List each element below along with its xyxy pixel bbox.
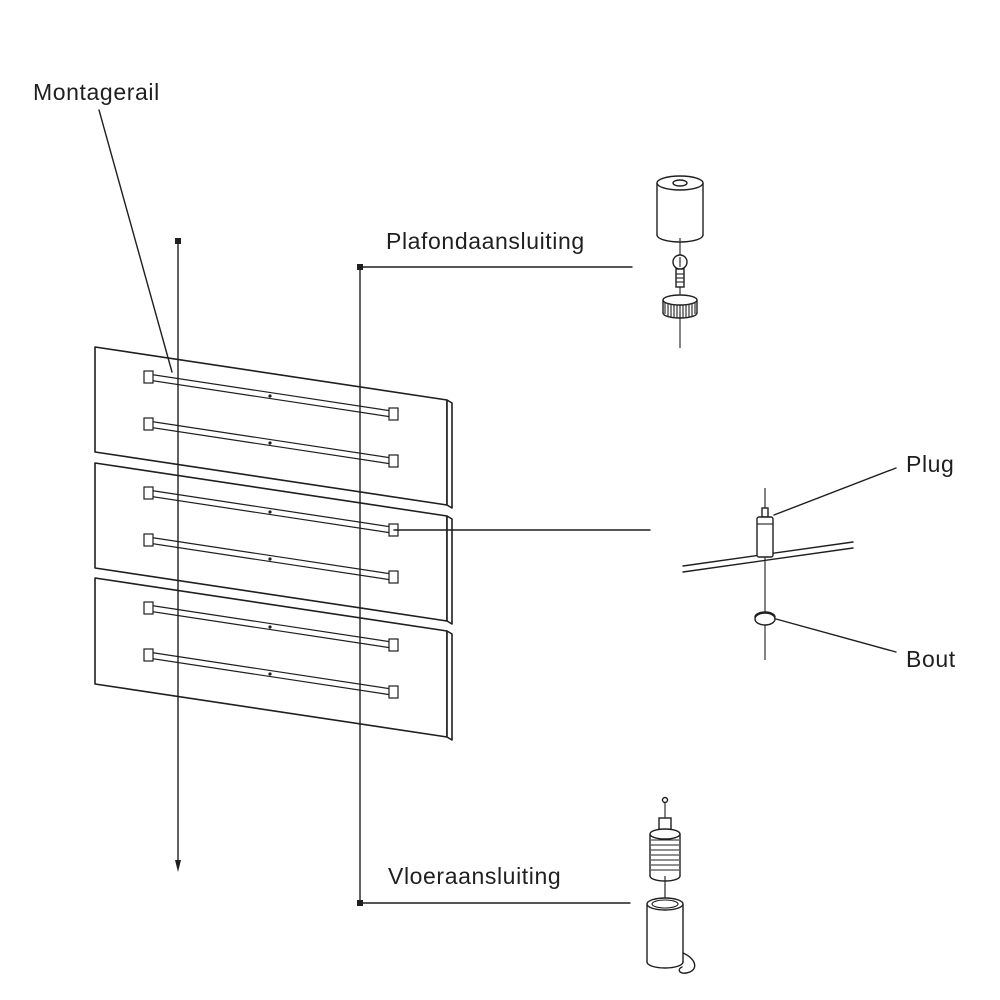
cable-tip [175, 860, 181, 872]
plug-part [756, 507, 774, 558]
panel-1 [94, 346, 453, 509]
threaded-sleeve [649, 817, 681, 882]
montagerail-callout: Montagerail [33, 79, 173, 373]
ceiling-connector-parts [656, 175, 704, 348]
plug-bout-detail: Plug Bout [682, 451, 956, 672]
ceiling-cup [656, 175, 704, 243]
cable-left [175, 238, 181, 872]
rail [143, 601, 399, 652]
plug-label: Plug [906, 451, 954, 477]
cup-hook [678, 952, 696, 974]
ceiling-screw [672, 254, 688, 288]
montagerail-label: Montagerail [33, 79, 160, 105]
rail [143, 648, 399, 699]
floor-pin [661, 796, 669, 804]
mounting-rails [143, 370, 399, 699]
bout-part [754, 611, 776, 626]
rail [143, 370, 399, 421]
knurled-nut [662, 294, 698, 319]
floor-connection: Vloeraansluiting [359, 796, 696, 974]
panel-edge [446, 630, 453, 741]
panel-3 [94, 577, 453, 741]
floor-cup [646, 884, 696, 974]
plafondaansluiting-label: Plafondaansluiting [386, 228, 585, 254]
panel-edge [446, 515, 453, 625]
vloeraansluiting-label: Vloeraansluiting [388, 863, 561, 889]
plug-leader-line [773, 467, 897, 516]
rail [143, 533, 399, 584]
panel-edge [446, 399, 453, 509]
mounting-panels [94, 346, 453, 741]
bout-label: Bout [906, 646, 956, 672]
ceiling-connection: Plafondaansluiting [359, 175, 704, 348]
floor-connector-parts [646, 796, 696, 974]
montagerail-leader-line [98, 109, 173, 373]
panel-2 [94, 462, 453, 625]
bout-leader-line [775, 618, 897, 653]
rail [143, 417, 399, 468]
